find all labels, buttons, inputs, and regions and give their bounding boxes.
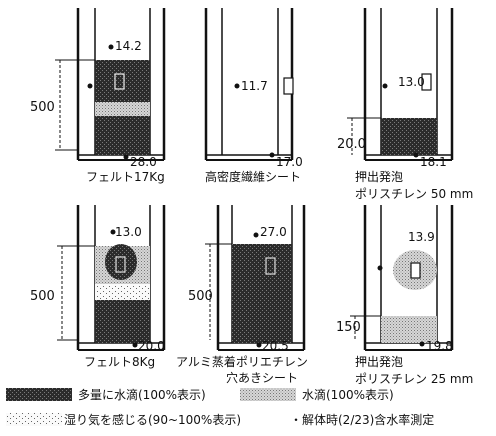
bag-icon: [283, 77, 294, 95]
bag-icon: [410, 262, 421, 279]
legend-heavy-label: 多量に水滴(100%表示): [78, 387, 206, 402]
top-value: 13.0: [115, 225, 142, 239]
panel-caption-line2: ポリスチレン 25 mm: [355, 372, 473, 386]
bag-icon: [421, 73, 432, 91]
panel-alpe: 27.0 20.5 500 アルミ蒸着ポリエチレン 穴あきシート: [176, 205, 308, 385]
fill-heavy: [232, 244, 292, 343]
panel-caption-line1: アルミ蒸着ポリエチレン: [176, 354, 308, 369]
top-value: 27.0: [260, 225, 287, 239]
panel-felt8: 13.0 20.0 500 フェルト8Kg: [30, 205, 166, 369]
dimension-label: 500: [30, 289, 55, 304]
legend: 多量に水滴(100%表示) 水滴(100%表示) 湿り気を感じる(90~100%…: [6, 387, 434, 427]
legend-swatch-heavy: [6, 388, 72, 401]
wet-spot: [105, 244, 137, 280]
bag-icon: [115, 256, 126, 273]
fill-heavy-top: [95, 60, 150, 102]
panel-caption-line2: 穴あきシート: [226, 370, 298, 385]
dimension-label: 150: [336, 320, 361, 335]
panel-caption: フェルト17Kg: [86, 170, 165, 184]
panel-caption: 高密度繊維シート: [205, 169, 301, 184]
panel-caption-line1: 押出発泡: [355, 170, 403, 184]
bag-icon: [114, 73, 125, 90]
fill-light: [95, 284, 150, 300]
panel-caption-line2: ポリスチレン 50 mm: [355, 187, 473, 201]
bottom-value: 18.1: [420, 155, 447, 169]
bottom-value: 20.5: [262, 339, 289, 353]
panel-xps50: 13.0 18.1 20.0 押出発泡 ポリスチレン 50 mm: [337, 8, 473, 201]
legend-swatch-medium: [240, 388, 296, 401]
fill-medium: [381, 316, 437, 343]
bottom-value: 19.8: [426, 339, 453, 353]
fill-heavy-bottom: [95, 116, 150, 155]
panel-xps25: 13.9 19.8 150 押出発泡 ポリスチレン 25 mm: [336, 205, 473, 386]
bottom-value: 28.0: [130, 155, 157, 169]
bag-icon: [265, 257, 276, 275]
top-value: 13.9: [408, 230, 435, 244]
dimension-label: 500: [188, 289, 213, 304]
fill-medium: [95, 102, 150, 116]
legend-medium-label: 水滴(100%表示): [302, 387, 394, 402]
top-value: 14.2: [115, 39, 142, 53]
legend-note: ・解体時(2/23)含水率測定: [290, 412, 434, 427]
top-value: 13.0: [398, 75, 425, 89]
fill-heavy: [381, 118, 437, 155]
top-value: 11.7: [241, 79, 268, 93]
legend-swatch-light: [6, 413, 62, 426]
legend-light-label: 湿り気を感じる(90~100%表示): [64, 412, 241, 427]
panel-felt17: 14.2 28.0 500 フェルト17Kg: [30, 8, 166, 184]
dimension-label: 20.0: [337, 137, 366, 152]
bottom-value: 17.0: [276, 155, 303, 169]
fill-heavy: [95, 300, 150, 343]
panel-hdfiber: 11.7 17.0 高密度繊維シート: [204, 8, 303, 184]
panel-caption: フェルト8Kg: [84, 355, 155, 369]
panel-caption-line1: 押出発泡: [355, 355, 403, 369]
bottom-value: 20.0: [138, 339, 165, 353]
dimension-label: 500: [30, 100, 55, 115]
